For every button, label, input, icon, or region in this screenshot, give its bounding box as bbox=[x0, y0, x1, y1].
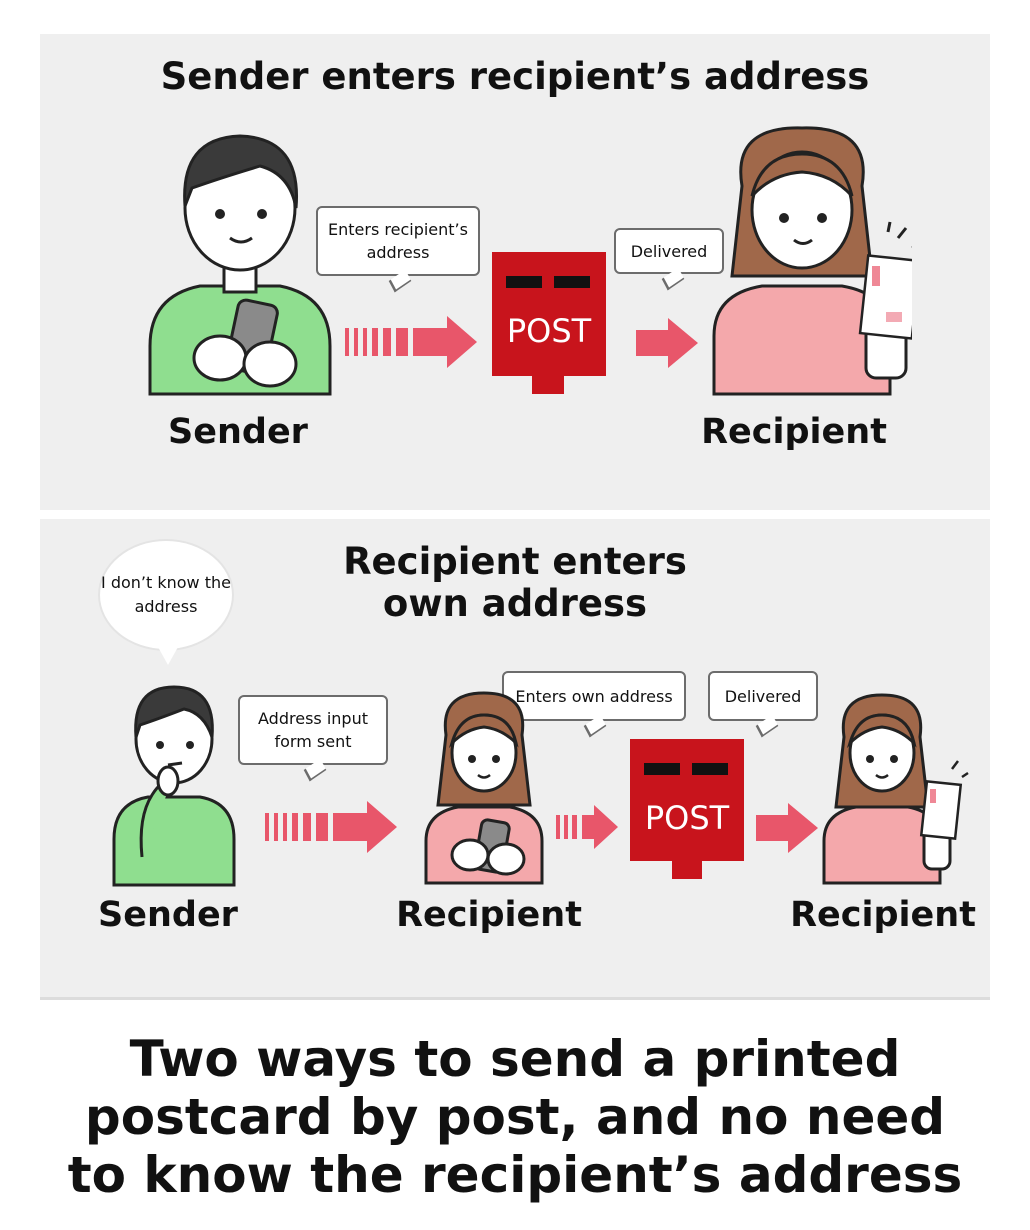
bubble-delivered: Delivered bbox=[614, 228, 724, 274]
bubble-address-form-sent: Address input form sent bbox=[238, 695, 388, 765]
postbox-stand bbox=[532, 374, 564, 394]
bubble-enters-recipient-address: Enters recipient’s address bbox=[316, 206, 480, 276]
panel2-title-line2: own address bbox=[382, 582, 648, 625]
postbox: POST bbox=[492, 252, 606, 376]
postbox-slot bbox=[644, 763, 680, 775]
flow-arrow-dashed bbox=[265, 801, 397, 853]
postbox: POST bbox=[630, 739, 744, 861]
sender-label: Sender bbox=[168, 412, 308, 452]
panel2-title: Recipient enters own address bbox=[300, 541, 730, 625]
caption: Two ways to send a printed postcard by p… bbox=[0, 1030, 1030, 1204]
recipient-figure bbox=[822, 693, 969, 885]
flow-arrow-solid bbox=[756, 803, 818, 853]
thought-bubble: I don’t know the address bbox=[100, 541, 232, 665]
caption-line3: to know the recipient’s address bbox=[67, 1146, 963, 1204]
panel-sender-enters: Sender enters recipient’s address Enters… bbox=[40, 34, 990, 510]
recipient-label-entering: Recipient bbox=[396, 895, 582, 935]
sender-figure bbox=[148, 134, 332, 396]
post-label: POST bbox=[506, 312, 592, 350]
postbox-slot bbox=[506, 276, 542, 288]
caption-line1: Two ways to send a printed bbox=[129, 1030, 901, 1088]
postbox-slot bbox=[692, 763, 728, 775]
postbox-slot bbox=[554, 276, 590, 288]
flow-arrow-solid bbox=[636, 318, 698, 368]
post-label: POST bbox=[644, 799, 730, 837]
flow-arrow-dashed-small bbox=[556, 805, 618, 849]
recipient-label: Recipient bbox=[701, 412, 887, 452]
panel1-title: Sender enters recipient’s address bbox=[160, 55, 870, 98]
caption-line2: postcard by post, and no need bbox=[84, 1088, 946, 1146]
panel-recipient-enters: Recipient enters own address I don’t kno… bbox=[40, 519, 990, 1000]
flow-arrow-dashed bbox=[345, 316, 477, 368]
recipient-figure bbox=[712, 126, 912, 396]
recipient-entering-figure bbox=[424, 691, 544, 885]
sender-thinking-figure bbox=[112, 685, 236, 887]
bubble-delivered: Delivered bbox=[708, 671, 818, 721]
panel2-title-line1: Recipient enters bbox=[343, 540, 687, 583]
bubble-enters-own-address: Enters own address bbox=[502, 671, 686, 721]
sender-label: Sender bbox=[98, 895, 238, 935]
recipient-label-final: Recipient bbox=[790, 895, 976, 935]
postbox-stand bbox=[672, 859, 702, 879]
